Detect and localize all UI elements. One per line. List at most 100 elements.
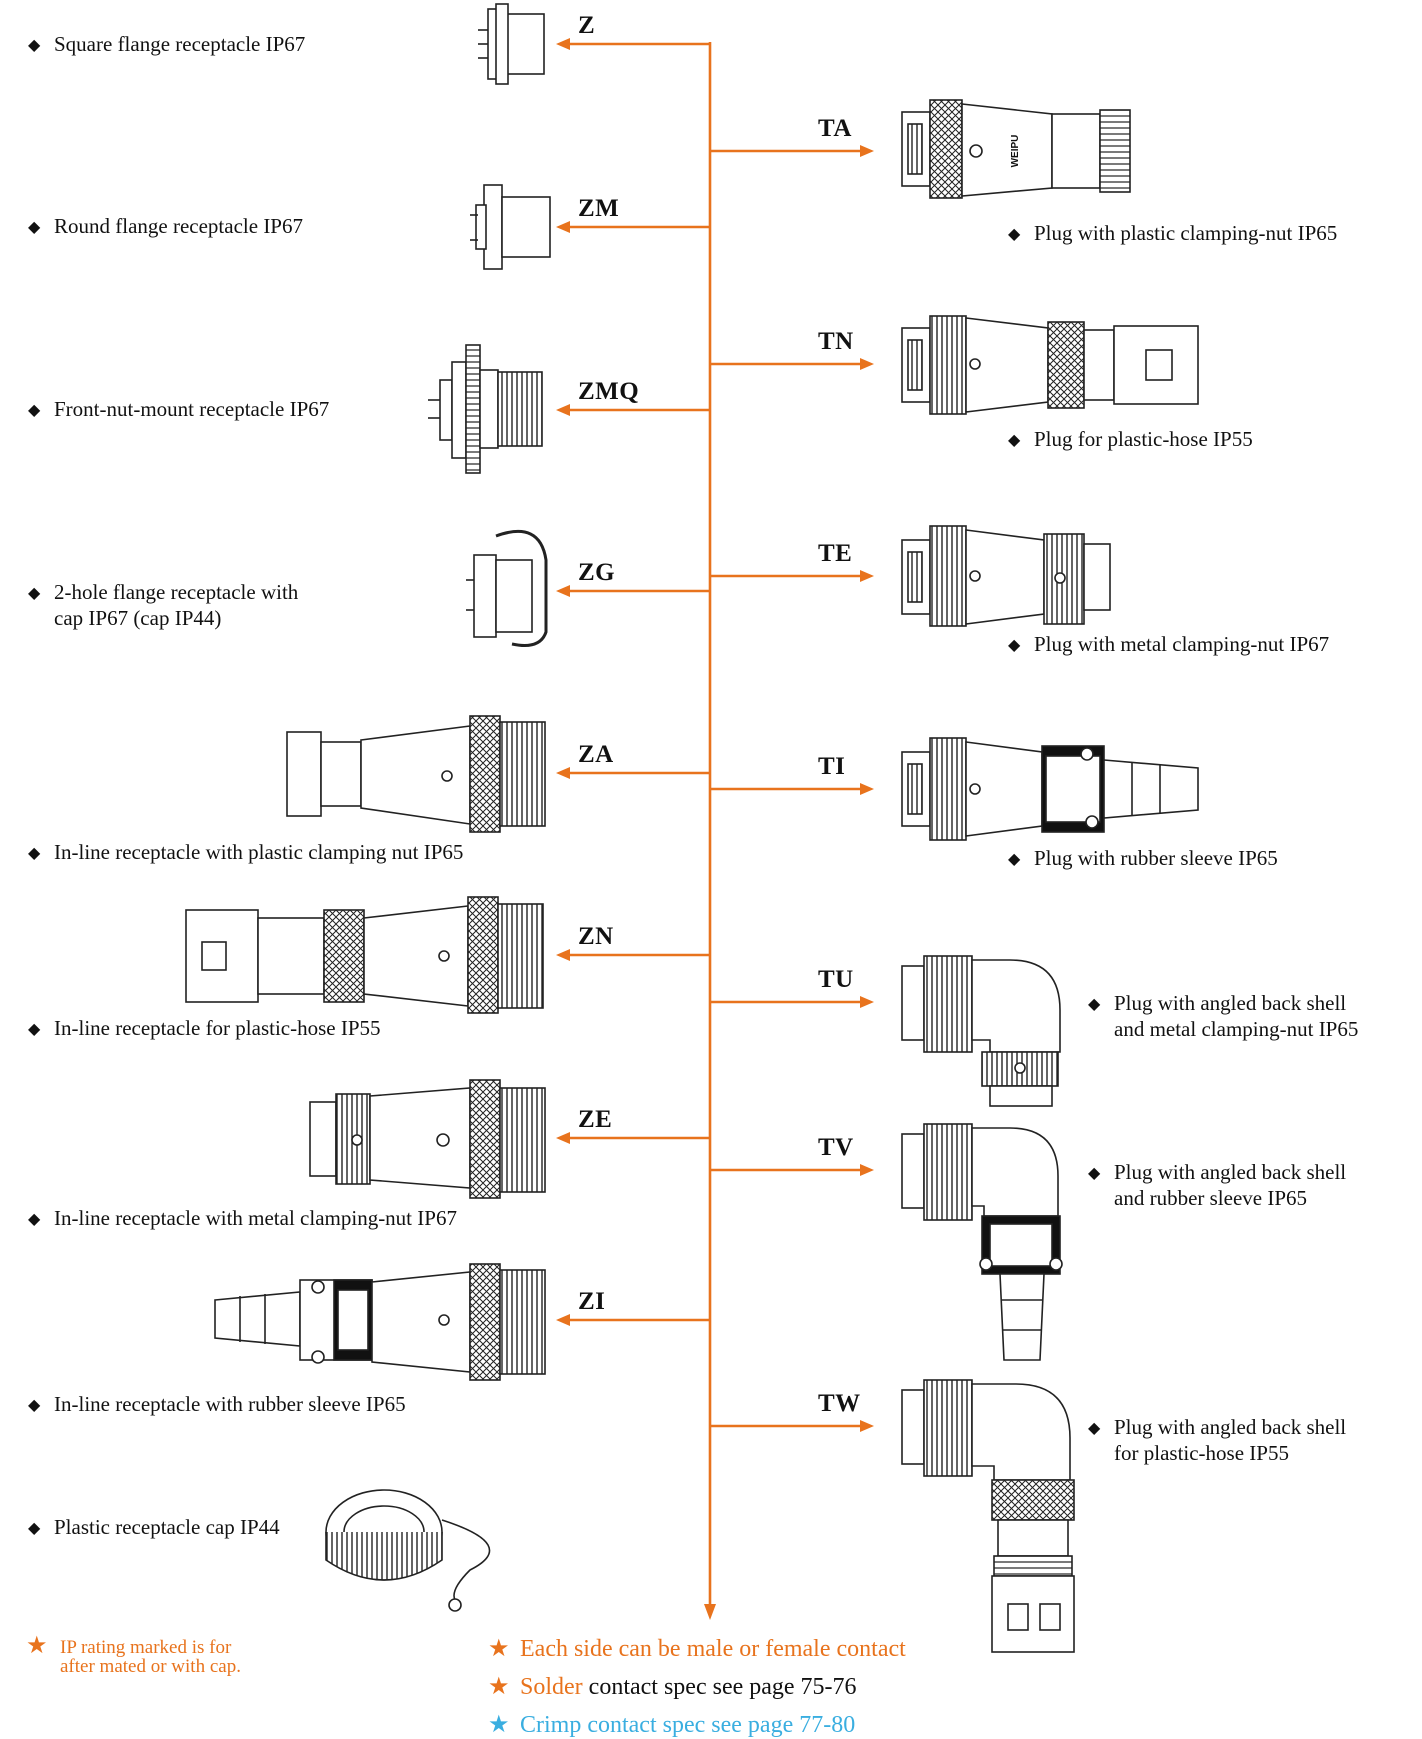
- connector-tv-drawing: [902, 1124, 1062, 1360]
- star-icon: ★: [26, 1633, 48, 1659]
- label-text: Round flange receptacle IP67: [54, 214, 303, 238]
- note-contact-text: Each side can be male or female contact: [520, 1636, 906, 1662]
- label-te: ◆Plug with metal clamping-nut IP67: [1008, 632, 1329, 658]
- code-te: TE: [818, 540, 852, 568]
- arrowhead-zi: [556, 1314, 570, 1326]
- star-icon: ★: [488, 1672, 520, 1701]
- arrowhead-zn: [556, 949, 570, 961]
- diamond-icon: ◆: [28, 1394, 54, 1418]
- code-za: ZA: [578, 741, 614, 769]
- label-zn: ◆In-line receptacle for plastic-hose IP5…: [28, 1016, 381, 1042]
- arrowhead-ta: [860, 145, 874, 157]
- label-text: Front-nut-mount receptacle IP67: [54, 397, 329, 421]
- diamond-icon: ◆: [28, 842, 54, 866]
- arrowheads: [556, 38, 874, 1620]
- label-text: Plastic receptacle cap IP44: [54, 1515, 280, 1539]
- label-text: Plug with plastic clamping-nut IP65: [1034, 221, 1337, 245]
- star-icon: ★: [488, 1710, 520, 1739]
- diamond-icon: ◆: [1088, 993, 1114, 1017]
- connector-tu-drawing: [902, 956, 1060, 1106]
- arrowhead-trunk: [704, 1604, 716, 1620]
- code-zn: ZN: [578, 923, 614, 951]
- connector-te-drawing: [902, 526, 1110, 626]
- label-text: In-line receptacle with metal clamping-n…: [54, 1206, 457, 1230]
- note-solder: ★Solder contact spec see page 75-76: [488, 1672, 857, 1701]
- ip-note-line1: IP rating marked is for: [60, 1638, 231, 1658]
- label-text-line2: and rubber sleeve IP65: [1114, 1186, 1307, 1210]
- label-text: In-line receptacle with rubber sleeve IP…: [54, 1392, 406, 1416]
- note-solder-word: Solder: [520, 1674, 583, 1700]
- arrowhead-tu: [860, 996, 874, 1008]
- arrowhead-tv: [860, 1164, 874, 1176]
- code-z: Z: [578, 12, 595, 40]
- label-text-line2: cap IP67 (cap IP44): [54, 606, 221, 630]
- code-tv: TV: [818, 1134, 854, 1162]
- code-tw: TW: [818, 1390, 861, 1418]
- label-text-line2: and metal clamping-nut IP65: [1114, 1017, 1358, 1041]
- label-zm: ◆Round flange receptacle IP67: [28, 214, 303, 240]
- code-tn: TN: [818, 328, 854, 356]
- connector-zi-drawing: [215, 1264, 545, 1380]
- label-ti: ◆Plug with rubber sleeve IP65: [1008, 846, 1278, 872]
- diamond-icon: ◆: [28, 1018, 54, 1042]
- code-zi: ZI: [578, 1288, 605, 1316]
- code-zg: ZG: [578, 559, 615, 587]
- code-tu: TU: [818, 966, 854, 994]
- connector-ti-drawing: [902, 738, 1198, 840]
- label-ze: ◆In-line receptacle with metal clamping-…: [28, 1206, 457, 1232]
- connector-zg-drawing: [466, 531, 546, 645]
- label-text: In-line receptacle with plastic clamping…: [54, 840, 463, 864]
- arrowhead-zg: [556, 585, 570, 597]
- label-zmq: ◆Front-nut-mount receptacle IP67: [28, 397, 329, 423]
- arrowhead-tw: [860, 1420, 874, 1432]
- code-ti: TI: [818, 753, 845, 781]
- label-cap: ◆Plastic receptacle cap IP44: [28, 1515, 280, 1541]
- note-contact: ★Each side can be male or female contact: [488, 1634, 906, 1663]
- arrowhead-ze: [556, 1132, 570, 1144]
- code-zm: ZM: [578, 195, 619, 223]
- connector-tn-drawing: [902, 316, 1198, 414]
- label-za: ◆In-line receptacle with plastic clampin…: [28, 840, 463, 866]
- diamond-icon: ◆: [1008, 429, 1034, 453]
- arrowhead-zmq: [556, 404, 570, 416]
- diamond-icon: ◆: [28, 582, 54, 606]
- arrowhead-te: [860, 570, 874, 582]
- label-text-line1: Plug with angled back shell: [1114, 1415, 1346, 1439]
- connector-ze-drawing: [310, 1080, 545, 1198]
- brand-mark: WEIPU: [1010, 135, 1021, 168]
- diamond-icon: ◆: [28, 216, 54, 240]
- label-text: Square flange receptacle IP67: [54, 32, 305, 56]
- ip-note-line2: after mated or with cap.: [60, 1657, 241, 1677]
- connector-tw-drawing: [902, 1380, 1074, 1652]
- diamond-icon: ◆: [1008, 848, 1034, 872]
- label-text: In-line receptacle for plastic-hose IP55: [54, 1016, 381, 1040]
- diamond-icon: ◆: [1008, 223, 1034, 247]
- diamond-icon: ◆: [1088, 1417, 1114, 1441]
- diamond-icon: ◆: [1088, 1162, 1114, 1186]
- label-text: Plug with metal clamping-nut IP67: [1034, 632, 1329, 656]
- label-text-line2: for plastic-hose IP55: [1114, 1441, 1289, 1465]
- arrowhead-ti: [860, 783, 874, 795]
- arrowhead-za: [556, 767, 570, 779]
- arrowhead-zm: [556, 221, 570, 233]
- star-icon: ★: [488, 1634, 520, 1663]
- code-ze: ZE: [578, 1106, 612, 1134]
- ip-rating-note: ★ IP rating marked is for after mated or…: [26, 1636, 48, 1656]
- diamond-icon: ◆: [28, 34, 54, 58]
- label-tu: ◆Plug with angled back shelland metal cl…: [1088, 991, 1358, 1041]
- note-solder-text: contact spec see page 75-76: [583, 1674, 857, 1700]
- connector-zn-drawing: [186, 897, 543, 1013]
- connector-za-drawing: [287, 716, 545, 832]
- label-text-line1: Plug with angled back shell: [1114, 1160, 1346, 1184]
- diamond-icon: ◆: [28, 399, 54, 423]
- label-tn: ◆Plug for plastic-hose IP55: [1008, 427, 1253, 453]
- label-text: Plug with rubber sleeve IP65: [1034, 846, 1278, 870]
- arrowhead-tn: [860, 358, 874, 370]
- note-crimp-text: Crimp contact spec see page 77-80: [520, 1712, 855, 1738]
- label-z: ◆Square flange receptacle IP67: [28, 32, 305, 58]
- receptacle-cap-drawing: [326, 1490, 490, 1611]
- note-crimp: ★Crimp contact spec see page 77-80: [488, 1710, 855, 1739]
- arrowhead-z: [556, 38, 570, 50]
